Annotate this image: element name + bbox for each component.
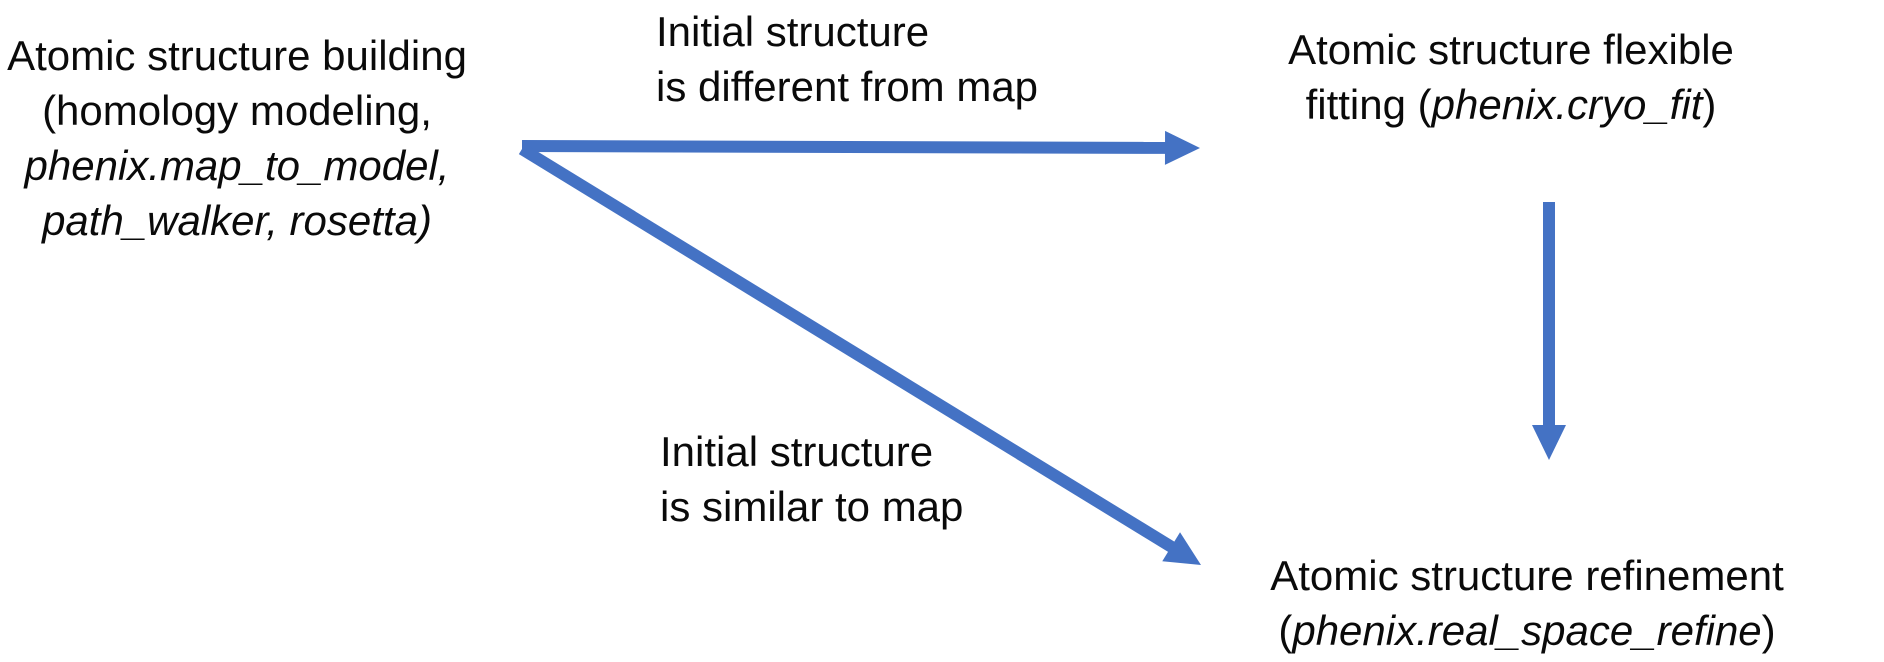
fitting-line-2-prefix: fitting ( <box>1305 81 1432 128</box>
node-atomic-structure-refinement: Atomic structure refinement (phenix.real… <box>1270 548 1784 658</box>
fitting-line-2-suffix: ) <box>1702 81 1717 128</box>
refinement-line-1: Atomic structure refinement <box>1270 552 1784 599</box>
refinement-line-2-suffix: ) <box>1761 607 1776 654</box>
building-program-map-to-model: phenix.map_to_model, <box>24 142 450 189</box>
refinement-program-real-space-refine: phenix.real_space_refine <box>1292 607 1762 654</box>
fitting-line-2: fitting (phenix.cryo_fit) <box>1288 77 1734 132</box>
different-line-2: is different from map <box>656 63 1039 110</box>
similar-line-2: is similar to map <box>660 483 964 530</box>
node-atomic-structure-flexible-fitting: Atomic structure flexible fitting (pheni… <box>1288 22 1734 132</box>
fitting-line-1: Atomic structure flexible <box>1288 26 1734 73</box>
arrow-building-to-refinement <box>518 143 1201 565</box>
condition-label-different-from-map: Initial structure is different from map <box>656 4 1038 114</box>
condition-label-similar-to-map: Initial structure is similar to map <box>660 424 963 534</box>
building-program-path-walker-rosetta: path_walker, rosetta) <box>42 197 432 244</box>
arrow-fitting-to-refinement <box>1532 202 1566 460</box>
similar-line-1: Initial structure <box>660 428 934 475</box>
building-line-1: Atomic structure building <box>7 32 467 79</box>
different-line-1: Initial structure <box>656 8 930 55</box>
refinement-line-2: (phenix.real_space_refine) <box>1270 603 1784 658</box>
building-line-2: (homology modeling, <box>42 87 432 134</box>
refinement-line-2-prefix: ( <box>1278 607 1293 654</box>
node-atomic-structure-building: Atomic structure building (homology mode… <box>7 28 467 248</box>
fitting-program-cryo-fit: phenix.cryo_fit <box>1431 81 1703 128</box>
arrow-building-to-fitting <box>521 130 1200 165</box>
